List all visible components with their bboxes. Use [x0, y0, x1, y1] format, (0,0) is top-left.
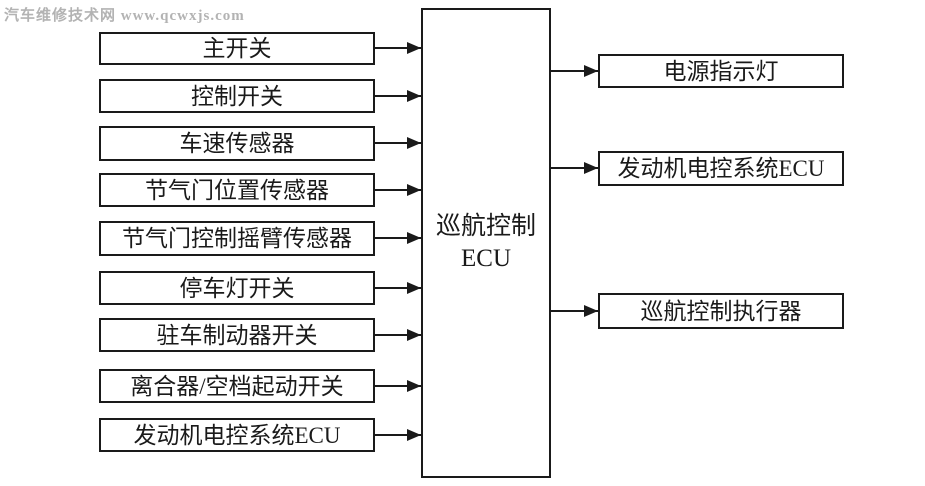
- input-label-vehicle-speed-sensor: 车速传感器: [179, 131, 295, 156]
- input-box-vehicle-speed-sensor: 车速传感器: [99, 126, 375, 161]
- arrow-output-power-indicator: [551, 65, 598, 77]
- output-box-power-indicator: 电源指示灯: [598, 54, 844, 88]
- input-label-engine-ecu: 发动机电控系统ECU: [133, 422, 341, 448]
- arrow-input-parking-brake-switch: [375, 329, 421, 341]
- input-label-control-switch: 控制开关: [191, 83, 283, 109]
- input-label-throttle-rocker-sensor: 节气门控制摇臂传感器: [122, 226, 352, 251]
- output-label-engine-ecu: 发动机电控系统ECU: [617, 156, 825, 181]
- input-box-main-switch: 主开关: [99, 32, 375, 65]
- input-box-stop-lamp-switch: 停车灯开关: [99, 271, 375, 305]
- arrow-input-main-switch: [375, 42, 421, 54]
- arrow-output-cruise-actuator: [551, 305, 598, 317]
- input-label-main-switch: 主开关: [202, 36, 272, 61]
- arrow-input-throttle-rocker-sensor: [375, 232, 421, 244]
- center-label-line1: 巡航控制: [435, 212, 536, 240]
- arrow-output-engine-ecu: [551, 162, 598, 174]
- arrow-input-engine-ecu: [375, 429, 421, 441]
- output-box-cruise-actuator: 巡航控制执行器: [598, 293, 844, 329]
- input-box-throttle-rocker-sensor: 节气门控制摇臂传感器: [99, 221, 375, 256]
- input-box-parking-brake-switch: 驻车制动器开关: [99, 318, 375, 352]
- input-box-clutch-neutral-start-switch: 离合器/空档起动开关: [99, 369, 375, 403]
- input-label-throttle-position-sensor: 节气门位置传感器: [145, 177, 329, 203]
- arrow-input-clutch-neutral-start-switch: [375, 380, 421, 392]
- site-watermark: 汽车维修技术网 www.qcwxjs.com: [4, 8, 245, 24]
- input-label-parking-brake-switch: 驻车制动器开关: [156, 322, 318, 348]
- arrow-input-control-switch: [375, 90, 421, 102]
- arrow-input-vehicle-speed-sensor: [375, 137, 421, 149]
- arrow-input-throttle-position-sensor: [375, 184, 421, 196]
- input-box-control-switch: 控制开关: [99, 79, 375, 113]
- arrow-input-stop-lamp-switch: [375, 282, 421, 294]
- center-label-line2: ECU: [461, 245, 511, 272]
- output-box-engine-ecu: 发动机电控系统ECU: [598, 151, 844, 186]
- input-box-engine-ecu: 发动机电控系统ECU: [99, 418, 375, 452]
- input-label-stop-lamp-switch: 停车灯开关: [179, 275, 295, 301]
- center-box-cruise-control-ecu: 巡航控制 ECU: [421, 8, 551, 478]
- output-label-cruise-actuator: 巡航控制执行器: [640, 298, 802, 324]
- input-label-clutch-neutral-start-switch: 离合器/空档起动开关: [130, 373, 344, 399]
- output-label-power-indicator: 电源指示灯: [663, 58, 779, 84]
- input-box-throttle-position-sensor: 节气门位置传感器: [99, 173, 375, 207]
